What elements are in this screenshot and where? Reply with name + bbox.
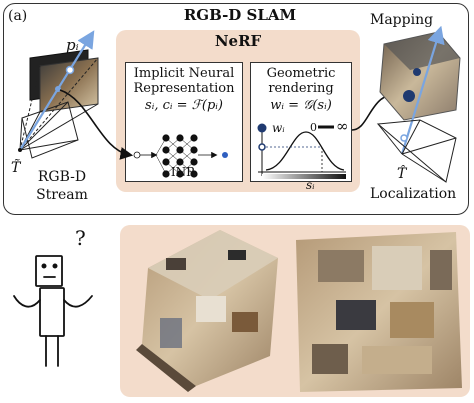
estimated-pose-label: T̂ [397,166,407,182]
stream-label-line1: RGB-D [37,169,87,185]
inr-formula: sᵢ, cᵢ = ℱ(pᵢ) [145,98,223,113]
nerf-title: NeRF [214,32,262,50]
ray-sample-point [65,65,75,75]
camera-pose-label: T̃ [11,160,21,176]
mapping-label: Mapping [370,12,434,28]
estimated-frustum-base [376,119,457,183]
render-formula: wᵢ = 𝒢(sᵢ) [270,98,332,113]
render-box [250,62,352,182]
render-inf-label: ∞ [336,117,349,135]
question-mark: ? [75,226,86,250]
render-title-line2: rendering [268,81,334,96]
camera-ray [19,30,95,151]
map-node-small [413,68,421,76]
map-node-large [403,90,415,102]
inr-network [133,134,228,178]
input-arrow [59,89,134,160]
inr-title-line2: Representation [133,81,235,96]
render-w-label: wᵢ [272,121,285,135]
estimated-ray [400,25,445,155]
scene-reconstruction-right [296,232,462,392]
inr-title-line1: Implicit Neural [133,66,235,81]
render-title-line1: Geometric [266,66,336,81]
confused-figure [13,255,93,367]
render-zero-label: 0 [310,121,317,134]
weight-curve [265,131,345,171]
localization-label: Localization [370,186,457,202]
left-camera-group [18,30,134,160]
point-label: pᵢ [66,36,79,54]
distance-gradient-bar [262,174,346,179]
right-camera-group [376,25,461,183]
figure-title: RGB-D SLAM [183,6,297,24]
stream-label-line2: Stream [36,187,88,203]
panel-label: (a) [8,8,28,24]
scene-reconstruction-left [136,230,278,392]
inr-box [125,62,243,182]
rendering-plot [257,87,404,179]
render-s-label: sᵢ [306,178,315,192]
